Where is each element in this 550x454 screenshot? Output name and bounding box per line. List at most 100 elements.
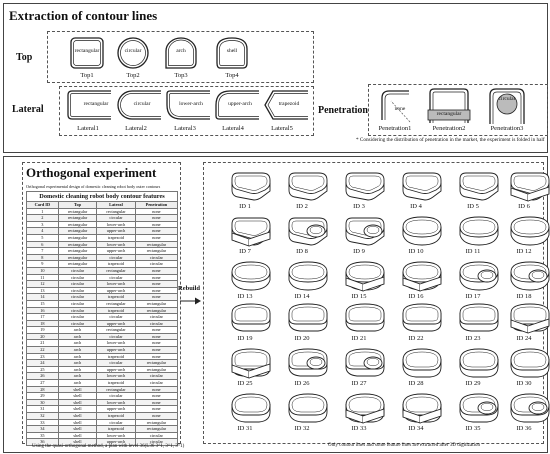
robot-model-icon [345,172,385,201]
robot-model-icon [402,261,442,292]
lateral4-caption: Lateral4 [222,125,244,132]
table-cell: 6 [26,240,59,249]
penetration1-none-contour [381,90,411,123]
table-cell: 17 [26,313,59,321]
top-group [47,31,314,83]
table-cell: trapezoid [96,412,136,420]
lateral5-inner-label: trapezoid [278,101,300,107]
lateral-group [59,86,314,136]
table-cell: 19 [26,326,59,334]
table-cell: trapezoid [96,352,136,361]
robot-model-icon [345,348,385,377]
table-cell: upper-arch [96,286,136,295]
table-cell: shell [57,431,98,440]
table-cell: circular [134,372,179,381]
table-cell: none [134,233,179,242]
table-cell: rectangular [57,227,98,235]
table-cell: rectangular [134,299,179,308]
table-cell: circular [57,273,98,282]
table-cell: 24 [26,359,59,367]
table-cell: rectangular [134,425,179,433]
robot-model-icon [459,261,499,291]
table-cell: none [134,220,179,229]
table-cell: rectangular [57,233,98,242]
model-id-label: ID 28 [408,380,424,387]
top3-inner-label: arch [176,48,186,54]
lateral3-caption: Lateral3 [174,125,196,132]
table-cell: none [134,346,179,354]
robot-model-icon [402,303,442,332]
table-cell: rectangular [134,359,179,367]
table-cell: circular [96,332,136,341]
table-cell: none [134,207,179,216]
col-top: Top [57,201,98,209]
table-cell: upper-arch [96,346,136,354]
contour-table-wrapper: Domestic cleaning robot body contour fea… [26,191,179,446]
penetration-label: Penetration [318,105,368,116]
table-cell: circular [134,260,179,268]
table-cell: upper-arch [96,247,136,255]
table-cell: upper-arch [96,319,136,328]
lateral1-caption: Lateral1 [77,125,99,132]
table-cell: none [134,293,179,301]
top2-circular-contour [117,37,149,69]
table-cell: circular [96,313,136,321]
table-cell: 7 [26,247,59,255]
table-cell: shell [57,418,98,427]
table-cell: circular [57,280,98,288]
table-cell: circular [57,299,98,308]
model-id-label: ID 5 [467,203,479,210]
robot-model-icon [402,172,442,201]
model-id-label: ID 13 [237,293,253,300]
model-id-label: ID 24 [516,335,532,342]
table-cell: arch [57,372,98,381]
table-cell: 32 [26,412,59,420]
table-cell: 18 [26,319,59,328]
penetration2-rectangular-contour [427,88,471,123]
lateral5-trapezoid-profile [264,90,308,120]
table-cell: none [134,352,179,361]
model-id-label: ID 23 [465,335,481,342]
table-cell: none [134,326,179,334]
penetration2-inner-label: rectangular [436,111,462,117]
top1-caption: Top1 [80,72,94,79]
table-cell: rectangular [57,220,98,229]
models-grid [203,162,544,444]
table-cell: circular [96,214,136,222]
top3-arch-contour [165,37,197,69]
table-cell: shell [57,392,98,400]
col-lateral: Lateral [96,201,136,209]
table-cell: trapezoid [96,260,136,268]
lateral2-inner-label: circular [133,101,151,107]
table-cell: trapezoid [96,306,136,315]
table-cell: trapezoid [96,233,136,242]
table-cell: 30 [26,398,59,407]
table-cell: lower-arch [96,372,136,381]
model-id-label: ID 6 [518,203,530,210]
table-cell: 31 [26,405,59,413]
table-cell: arch [57,352,98,361]
table-cell: rectangular [57,260,98,268]
robot-model-icon [402,216,442,246]
table-cell: 36 [26,438,59,446]
table-cell: 27 [26,379,59,387]
table-cell: arch [57,326,98,334]
robot-model-icon [231,348,271,379]
table-cell: 10 [26,266,59,275]
robot-model-icon [459,393,499,423]
table-cell: 26 [26,372,59,381]
table-cell: 33 [26,418,59,427]
contour-extraction-panel: Extraction of contour lines Top rectangu… [3,3,548,153]
model-id-label: ID 16 [408,293,424,300]
